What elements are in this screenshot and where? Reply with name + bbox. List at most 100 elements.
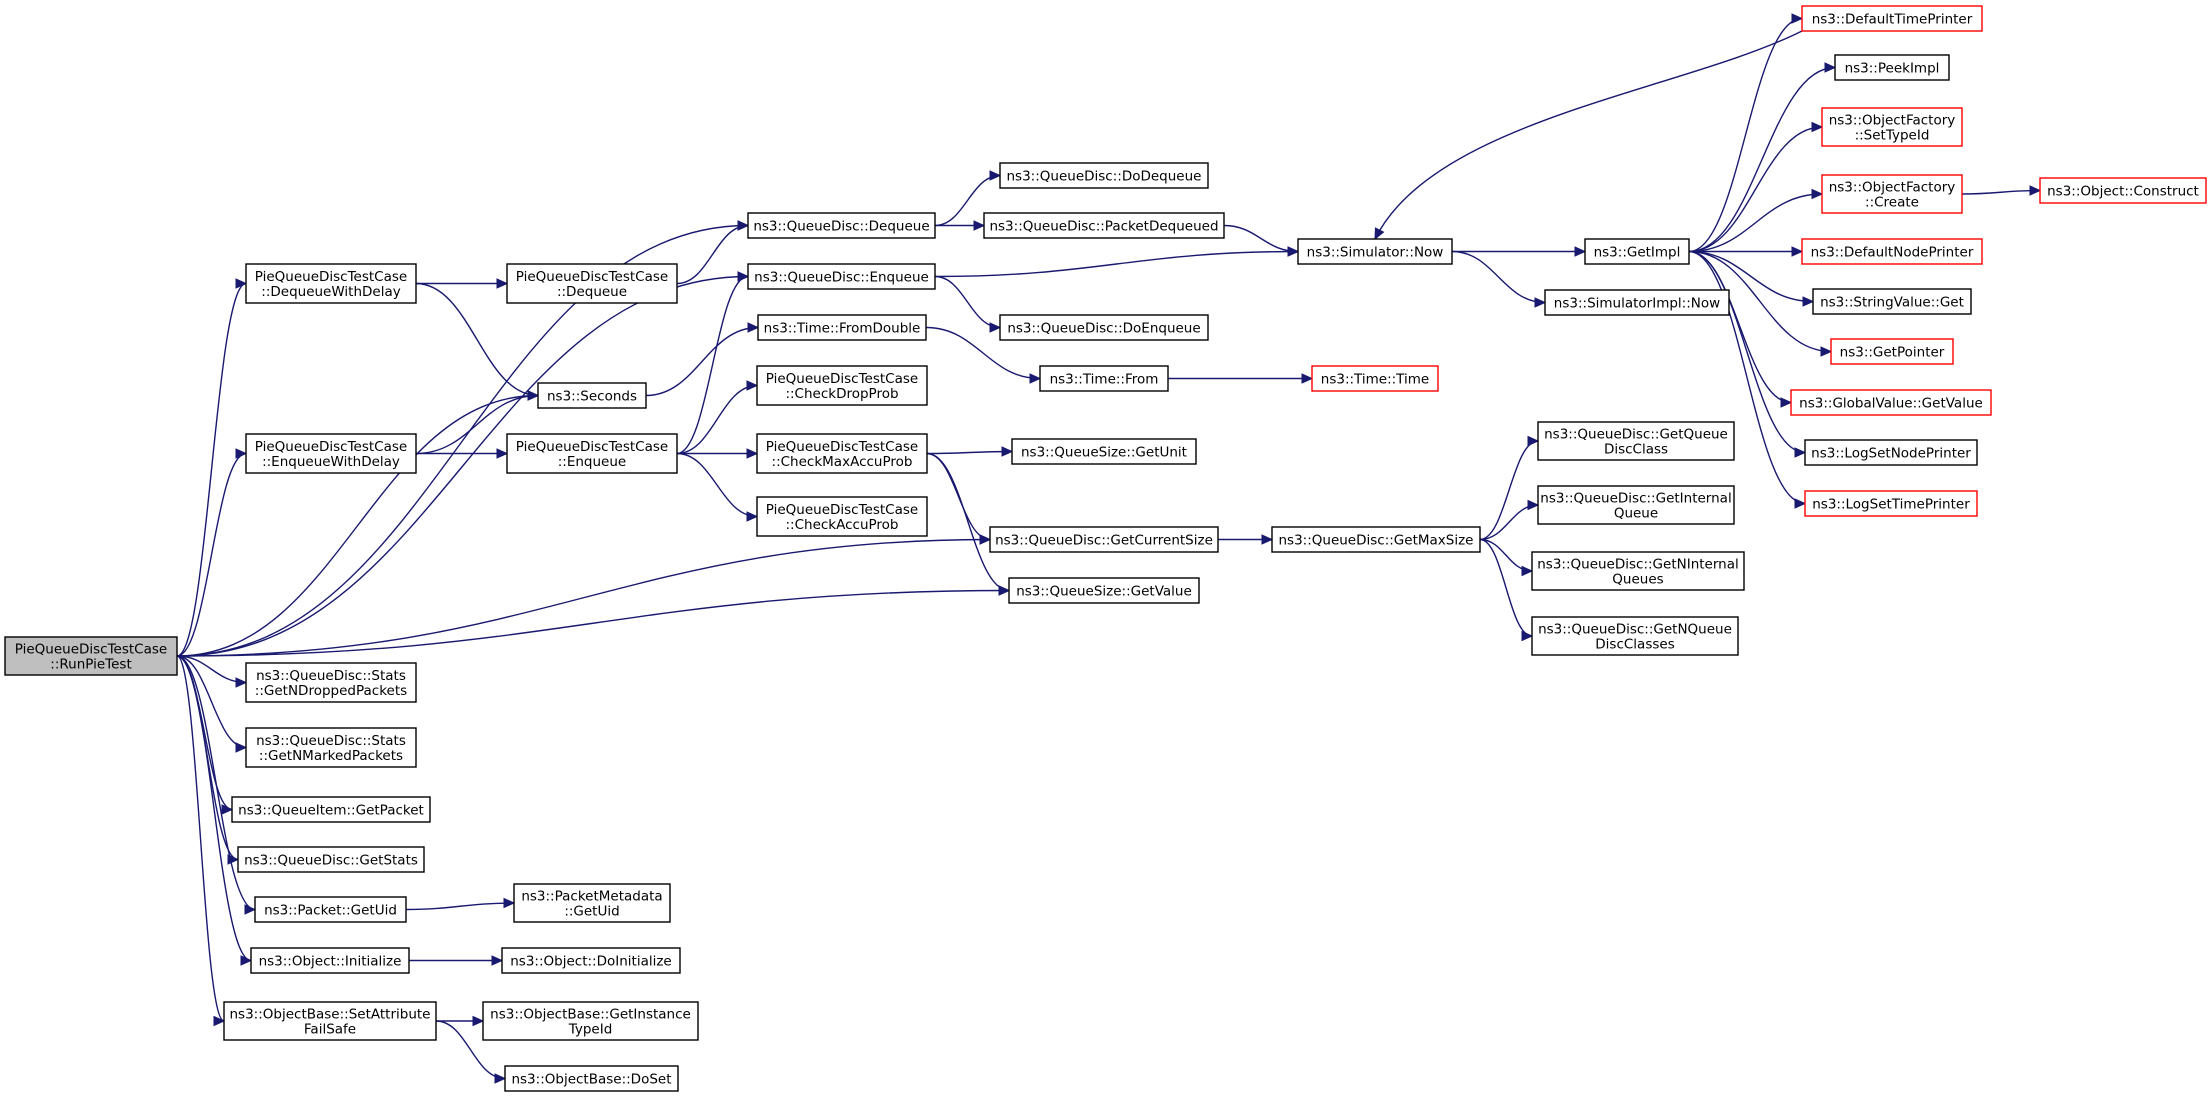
- node-label: ns3::QueueDisc::DoDequeue: [1007, 169, 1202, 185]
- node-label: ns3::PacketMetadata: [521, 889, 662, 905]
- node-label: Queues: [1612, 572, 1663, 588]
- edge-enqueuewithdelay-to-seconds: [415, 390, 540, 455]
- node-getpointer[interactable]: ns3::GetPointer: [1830, 338, 1954, 365]
- node-qd_getmaxsize[interactable]: ns3::QueueDisc::GetMaxSize: [1271, 526, 1481, 553]
- node-label: PieQueueDiscTestCase: [255, 269, 407, 285]
- edge-qd_enqueue-to-simulator_now: [934, 246, 1300, 278]
- node-label: PieQueueDiscTestCase: [516, 439, 668, 455]
- edge-qd_getmaxsize-to-qd_getinternalqueue: [1479, 499, 1540, 541]
- node-enqueuewithdelay[interactable]: PieQueueDiscTestCase::EnqueueWithDelay: [245, 433, 417, 474]
- node-label: ::Create: [1865, 195, 1919, 211]
- node-seconds[interactable]: ns3::Seconds: [537, 382, 647, 409]
- edge-getimpl-to-of_settypeid: [1688, 121, 1824, 253]
- node-label: ns3::GetImpl: [1594, 245, 1681, 261]
- node-label: ns3::QueueItem::GetPacket: [238, 803, 424, 819]
- node-label: PieQueueDiscTestCase: [15, 642, 167, 658]
- node-checkdropprob[interactable]: PieQueueDiscTestCase::CheckDropProb: [756, 365, 928, 406]
- edge-pie_enqueue-to-checkmaxaccuprob: [676, 448, 759, 459]
- edge-pie_enqueue-to-qd_enqueue: [676, 271, 750, 455]
- edge-simulator_now-to-getimpl: [1452, 246, 1587, 257]
- node-defaulttimeprinter[interactable]: ns3::DefaultTimePrinter: [1801, 5, 1983, 32]
- node-pie_enqueue[interactable]: PieQueueDiscTestCase::Enqueue: [506, 433, 678, 474]
- node-label: ns3::QueueDisc::GetInternal: [1540, 491, 1731, 507]
- node-simulator_now[interactable]: ns3::Simulator::Now: [1297, 238, 1453, 265]
- node-time_fromdouble[interactable]: ns3::Time::FromDouble: [757, 314, 927, 341]
- node-label: ns3::LogSetTimePrinter: [1812, 497, 1970, 513]
- edge-qd_getmaxsize-to-qd_getnqueuediscclasses: [1479, 538, 1534, 642]
- edge-checkmaxaccuprob-to-qs_getunit: [926, 446, 1014, 457]
- node-object_initialize[interactable]: ns3::Object::Initialize: [250, 947, 410, 974]
- node-of_create[interactable]: ns3::ObjectFactory::Create: [1821, 174, 1963, 214]
- node-label: ns3::PeekImpl: [1845, 61, 1940, 77]
- node-object_doinitialize[interactable]: ns3::Object::DoInitialize: [501, 947, 681, 974]
- node-label: ns3::QueueDisc::GetQueue: [1544, 427, 1728, 443]
- edge-setattrfailsafe-to-getinstancetypeid: [436, 1015, 485, 1027]
- node-object_construct[interactable]: ns3::Object::Construct: [2039, 177, 2207, 204]
- node-globalvalue_getvalue[interactable]: ns3::GlobalValue::GetValue: [1790, 389, 1992, 416]
- node-logsettimeprinter[interactable]: ns3::LogSetTimePrinter: [1804, 490, 1978, 517]
- node-checkmaxaccuprob[interactable]: PieQueueDiscTestCase::CheckMaxAccuProb: [756, 433, 928, 474]
- node-label: ns3::QueueDisc::GetNQueue: [1538, 622, 1732, 638]
- node-doset[interactable]: ns3::ObjectBase::DoSet: [504, 1065, 679, 1092]
- node-dequeuewithdelay[interactable]: PieQueueDiscTestCase::DequeueWithDelay: [245, 263, 417, 304]
- node-label: ns3::ObjectFactory: [1829, 113, 1956, 129]
- node-label: ns3::Object::Construct: [2047, 184, 2199, 200]
- node-getstats[interactable]: ns3::QueueDisc::GetStats: [237, 846, 425, 873]
- node-label: ns3::QueueDisc::PacketDequeued: [989, 219, 1218, 235]
- node-defaultnodeprinter[interactable]: ns3::DefaultNodePrinter: [1801, 238, 1983, 265]
- node-label: ns3::QueueDisc::Enqueue: [754, 270, 929, 286]
- node-qd_dequeue[interactable]: ns3::QueueDisc::Dequeue: [747, 212, 936, 239]
- node-getimpl[interactable]: ns3::GetImpl: [1584, 238, 1690, 265]
- node-getndropped[interactable]: ns3::QueueDisc::Stats::GetNDroppedPacket…: [245, 662, 417, 703]
- node-label: FailSafe: [304, 1022, 356, 1038]
- edge-pie_enqueue-to-checkaccuprob: [676, 452, 759, 522]
- node-pie_dequeue[interactable]: PieQueueDiscTestCase::Dequeue: [506, 263, 678, 304]
- node-stringvalue_get[interactable]: ns3::StringValue::Get: [1812, 288, 1972, 315]
- node-label: Queue: [1614, 506, 1658, 522]
- node-label: ::EnqueueWithDelay: [262, 454, 400, 470]
- node-time_time[interactable]: ns3::Time::Time: [1311, 365, 1439, 392]
- node-checkaccuprob[interactable]: PieQueueDiscTestCase::CheckAccuProb: [756, 496, 928, 537]
- node-qs_getunit[interactable]: ns3::QueueSize::GetUnit: [1011, 438, 1197, 465]
- node-label: ::DequeueWithDelay: [261, 284, 400, 300]
- node-simimpl_now[interactable]: ns3::SimulatorImpl::Now: [1544, 289, 1730, 316]
- node-label: ns3::Object::DoInitialize: [510, 954, 672, 970]
- edge-checkmaxaccuprob-to-qd_getcurrentsize: [926, 452, 992, 545]
- edge-getimpl-to-defaultnodeprinter: [1689, 246, 1804, 257]
- node-label: ns3::Simulator::Now: [1307, 245, 1444, 261]
- node-logsetnodeprinter[interactable]: ns3::LogSetNodePrinter: [1804, 439, 1978, 466]
- node-peekimpl[interactable]: ns3::PeekImpl: [1834, 54, 1950, 81]
- edge-runpie-to-getnmarked: [176, 655, 248, 753]
- node-qd_doenqueue[interactable]: ns3::QueueDisc::DoEnqueue: [999, 314, 1209, 341]
- node-time_from[interactable]: ns3::Time::From: [1039, 365, 1169, 392]
- node-getnmarked[interactable]: ns3::QueueDisc::Stats::GetNMarkedPackets: [245, 727, 417, 768]
- node-qd_dodequeue[interactable]: ns3::QueueDisc::DoDequeue: [999, 162, 1209, 189]
- edge-runpie-to-setattrfailsafe: [176, 655, 226, 1027]
- edge-defaulttimeprinter-to-simulator_now: [1374, 30, 1803, 241]
- node-runpie[interactable]: PieQueueDiscTestCase::RunPieTest: [4, 636, 178, 676]
- node-qd_getcurrentsize[interactable]: ns3::QueueDisc::GetCurrentSize: [989, 526, 1219, 553]
- node-qd_enqueue[interactable]: ns3::QueueDisc::Enqueue: [747, 263, 936, 290]
- edge-qd_getcurrentsize-to-qd_getmaxsize: [1218, 534, 1274, 545]
- edge-runpie-to-object_initialize: [176, 655, 253, 966]
- node-qd_packetdequeued[interactable]: ns3::QueueDisc::PacketDequeued: [983, 212, 1225, 239]
- node-label: ns3::QueueDisc::DoEnqueue: [1007, 321, 1200, 337]
- node-pktmeta_getuid[interactable]: ns3::PacketMetadata::GetUid: [513, 883, 671, 923]
- node-packet_getuid[interactable]: ns3::Packet::GetUid: [254, 896, 407, 923]
- edge-qd_dequeue-to-qd_packetdequeued: [934, 220, 986, 231]
- node-label: ::SetTypeId: [1855, 128, 1930, 144]
- node-label: ::GetNMarkedPackets: [259, 748, 403, 764]
- node-label: ns3::QueueDisc::Stats: [256, 733, 406, 749]
- node-label: ::CheckDropProb: [785, 386, 898, 402]
- node-queueitem_getpacket[interactable]: ns3::QueueItem::GetPacket: [231, 796, 431, 823]
- edge-simulator_now-to-simimpl_now: [1451, 250, 1547, 308]
- node-qs_getvalue[interactable]: ns3::QueueSize::GetValue: [1008, 577, 1200, 604]
- node-of_settypeid[interactable]: ns3::ObjectFactory::SetTypeId: [1821, 107, 1963, 147]
- node-label: ns3::QueueDisc::GetMaxSize: [1278, 533, 1473, 549]
